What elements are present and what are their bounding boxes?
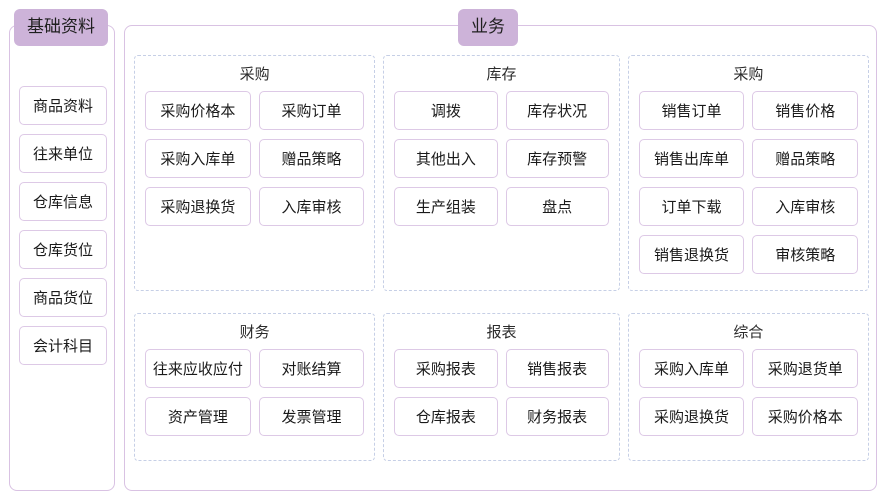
group-finance: 财务 往来应收应付 对账结算 资产管理 发票管理 (134, 313, 376, 461)
sidebar-item-list: 商品资料 往来单位 仓库信息 仓库货位 商品货位 会计科目 (19, 86, 107, 365)
group-sales: 采购 销售订单 销售价格 销售出库单 赠品策略 订单下载 入库审核 销售退换货 … (627, 55, 870, 291)
tile-other-in-out[interactable]: 其他出入 (394, 139, 498, 178)
tile-purchase-return-exchange[interactable]: 采购退换货 (638, 397, 745, 436)
group-title: 财务 (239, 323, 270, 341)
tile-receivable-payable[interactable]: 往来应收应付 (145, 349, 251, 388)
group-title: 报表 (486, 323, 517, 341)
tile-asset-management[interactable]: 资产管理 (145, 397, 251, 436)
group-purchasing: 采购 采购价格本 采购订单 采购入库单 赠品策略 采购退换货 入库审核 (134, 55, 376, 291)
tile-order-download[interactable]: 订单下载 (638, 187, 745, 226)
tile-inventory-status[interactable]: 库存状况 (505, 91, 609, 130)
tile-inbound-review[interactable]: 入库审核 (258, 187, 365, 226)
tile-sales-outbound-order[interactable]: 销售出库单 (638, 139, 745, 178)
group-title: 库存 (486, 65, 517, 83)
tile-invoice-management[interactable]: 发票管理 (258, 397, 365, 436)
tile-sales-report[interactable]: 销售报表 (505, 349, 609, 388)
legend-basic-data: 基础资料 (14, 9, 108, 46)
tile-purchase-return-exchange[interactable]: 采购退换货 (145, 187, 251, 226)
sidebar-item-warehouse-info[interactable]: 仓库信息 (19, 182, 107, 221)
sidebar-item-partner-unit[interactable]: 往来单位 (19, 134, 107, 173)
sidebar-item-product-data[interactable]: 商品资料 (19, 86, 107, 125)
tile-transfer[interactable]: 调拨 (394, 91, 498, 130)
tile-grid: 销售订单 销售价格 销售出库单 赠品策略 订单下载 入库审核 销售退换货 审核策… (638, 91, 859, 274)
tile-purchase-inbound-order[interactable]: 采购入库单 (145, 139, 251, 178)
basic-data-panel: 商品资料 往来单位 仓库信息 仓库货位 商品货位 会计科目 (9, 25, 115, 491)
tile-sales-return-exchange[interactable]: 销售退换货 (638, 235, 745, 274)
tile-purchase-order[interactable]: 采购订单 (258, 91, 365, 130)
group-row-top: 采购 采购价格本 采购订单 采购入库单 赠品策略 采购退换货 入库审核 库存 调… (134, 55, 870, 291)
tile-purchase-price-book[interactable]: 采购价格本 (752, 397, 859, 436)
tile-finance-report[interactable]: 财务报表 (505, 397, 609, 436)
tile-inbound-review[interactable]: 入库审核 (752, 187, 859, 226)
tile-grid: 调拨 库存状况 其他出入 库存预警 生产组装 盘点 (394, 91, 609, 226)
group-title: 综合 (733, 323, 764, 341)
tile-sales-order[interactable]: 销售订单 (638, 91, 745, 130)
tile-grid: 采购价格本 采购订单 采购入库单 赠品策略 采购退换货 入库审核 (145, 91, 365, 226)
group-title: 采购 (239, 65, 270, 83)
tile-grid: 往来应收应付 对账结算 资产管理 发票管理 (145, 349, 365, 436)
tile-inventory-alert[interactable]: 库存预警 (505, 139, 609, 178)
group-inventory: 库存 调拨 库存状况 其他出入 库存预警 生产组装 盘点 (383, 55, 620, 291)
tile-stocktaking[interactable]: 盘点 (505, 187, 609, 226)
group-comprehensive: 综合 采购入库单 采购退货单 采购退换货 采购价格本 (627, 313, 870, 461)
tile-sales-price[interactable]: 销售价格 (752, 91, 859, 130)
business-panel: 采购 采购价格本 采购订单 采购入库单 赠品策略 采购退换货 入库审核 库存 调… (124, 25, 877, 491)
tile-grid: 采购报表 销售报表 仓库报表 财务报表 (394, 349, 609, 436)
sidebar-item-warehouse-location[interactable]: 仓库货位 (19, 230, 107, 269)
legend-business: 业务 (458, 9, 518, 46)
tile-warehouse-report[interactable]: 仓库报表 (394, 397, 498, 436)
group-row-bottom: 财务 往来应收应付 对账结算 资产管理 发票管理 报表 采购报表 销售报表 仓库… (134, 313, 870, 461)
tile-purchase-price-book[interactable]: 采购价格本 (145, 91, 251, 130)
sidebar-item-accounting-subject[interactable]: 会计科目 (19, 326, 107, 365)
tile-gift-policy[interactable]: 赠品策略 (258, 139, 365, 178)
tile-gift-policy[interactable]: 赠品策略 (752, 139, 859, 178)
group-grid: 采购 采购价格本 采购订单 采购入库单 赠品策略 采购退换货 入库审核 库存 调… (134, 55, 870, 461)
tile-reconciliation-settlement[interactable]: 对账结算 (258, 349, 365, 388)
tile-production-assembly[interactable]: 生产组装 (394, 187, 498, 226)
group-title: 采购 (733, 65, 764, 83)
tile-grid: 采购入库单 采购退货单 采购退换货 采购价格本 (638, 349, 859, 436)
tile-purchase-inbound-order[interactable]: 采购入库单 (638, 349, 745, 388)
tile-purchase-report[interactable]: 采购报表 (394, 349, 498, 388)
tile-purchase-return-order[interactable]: 采购退货单 (752, 349, 859, 388)
sidebar-item-product-location[interactable]: 商品货位 (19, 278, 107, 317)
tile-review-policy[interactable]: 审核策略 (752, 235, 859, 274)
group-reports: 报表 采购报表 销售报表 仓库报表 财务报表 (383, 313, 620, 461)
